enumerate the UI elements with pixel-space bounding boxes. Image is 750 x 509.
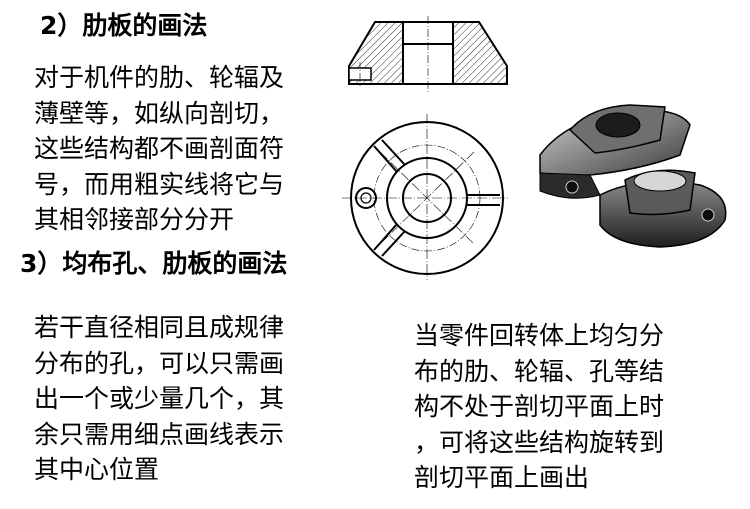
section-3-line-1: 若干直径相同且成规律 <box>34 313 285 342</box>
rotation-note-line-5: 剖切平面上画出 <box>414 463 590 492</box>
section-3-body: 若干直径相同且成规律 分布的孔，可以只需画 出一个或少量几个，其 余只需用细点画… <box>34 310 284 488</box>
section-3-line-3: 出一个或少量几个，其 <box>34 384 285 413</box>
upper-half <box>539 104 691 199</box>
rotation-note-line-4: ，可将这些结构旋转到 <box>414 427 665 457</box>
section-2-line-3: 这些结构都不画剖面符 <box>34 134 285 163</box>
section-2-line-5: 其相邻接部分分开 <box>34 205 235 234</box>
ribs <box>373 139 500 257</box>
rotation-note: 当零件回转体上均匀分 布的肋、轮辐、孔等结 构不处于剖切平面上时 ，可将这些结构… <box>414 318 664 496</box>
lower-half <box>599 169 727 248</box>
section-2-line-1: 对于机件的肋、轮辐及 <box>34 63 285 92</box>
rotation-note-line-2: 布的肋、轮辐、孔等结 <box>414 356 665 386</box>
rotation-note-line-1: 当零件回转体上均匀分 <box>414 321 665 350</box>
section-2-body: 对于机件的肋、轮辐及 薄壁等，如纵向剖切， 这些结构都不画剖面符 号，而用粗实线… <box>34 60 284 238</box>
section-3-line-5: 其中心位置 <box>34 455 160 484</box>
hole-section <box>348 62 372 86</box>
top-view-drawing <box>342 114 508 280</box>
section-3-heading: 3）均布孔、肋板的画法 <box>20 249 288 278</box>
section-view-drawing <box>348 16 508 92</box>
center-lines <box>342 114 508 280</box>
right-hatched-section <box>452 21 508 85</box>
rib-unhatched-outline <box>402 21 454 85</box>
section-2-heading: 2）肋板的画法 <box>40 11 208 40</box>
section-2-line-4: 号，而用粗实线将它与 <box>34 169 285 199</box>
section-2-line-2: 薄壁等，如纵向剖切， <box>34 98 285 128</box>
rotation-note-line-3: 构不处于剖切平面上时 <box>414 392 665 421</box>
section-3-line-4: 余只需用细点画线表示 <box>34 419 285 449</box>
part-3d-rendering <box>539 104 727 248</box>
section-3-line-2: 分布的孔，可以只需画 <box>34 348 285 378</box>
